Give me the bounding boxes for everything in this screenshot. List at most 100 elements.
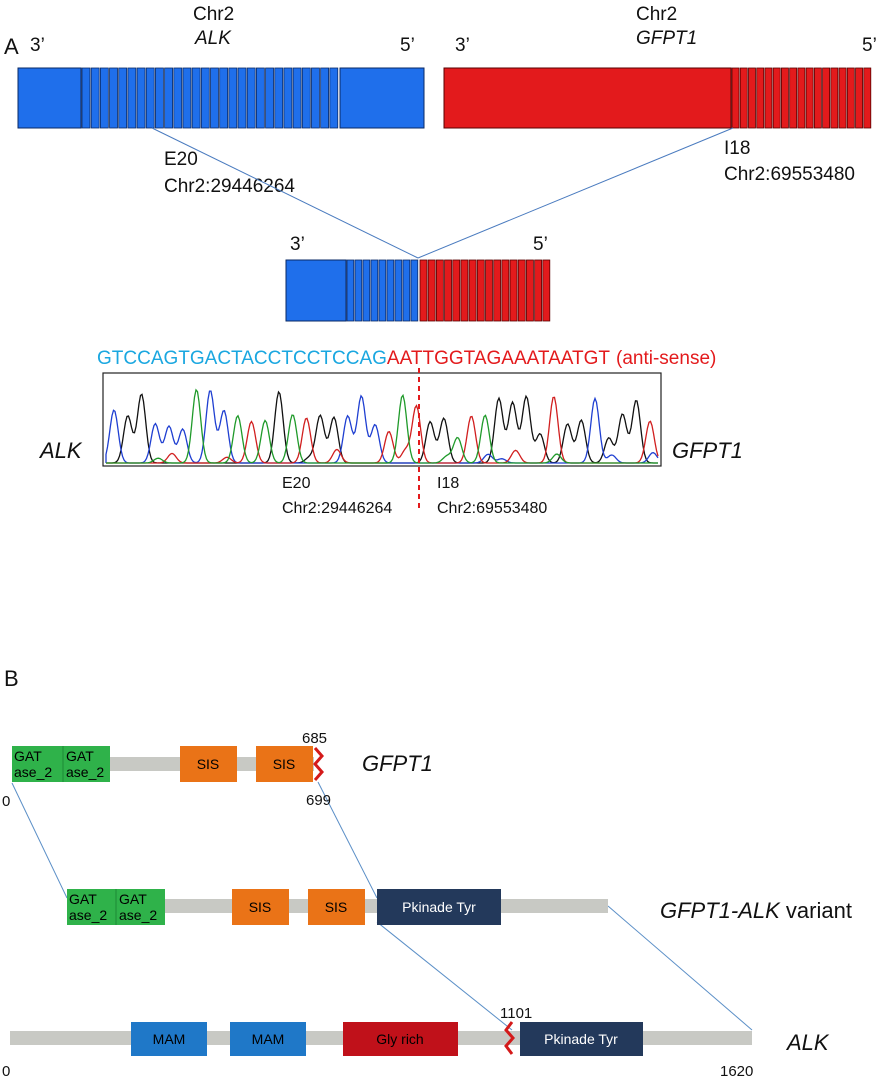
fusion-5prime-label: 5’ xyxy=(533,234,548,255)
chromatogram-frame xyxy=(102,372,662,467)
alk-5prime-label: 5’ xyxy=(400,35,415,56)
variant-name-italic: GFPT1-ALK xyxy=(660,898,781,923)
panel-a-letter: A xyxy=(4,34,19,59)
gfpt1-domain-sis-1 xyxy=(180,746,237,782)
variant-gatase-2-line1: GAT xyxy=(119,891,147,907)
chromatogram xyxy=(102,368,662,512)
alk-exon-26 xyxy=(311,67,320,129)
gfpt1-gene-structure xyxy=(443,67,872,129)
fusion-gfpt1-exon-11 xyxy=(501,259,510,322)
alk-chrom-label: Chr2 xyxy=(193,4,234,25)
protein-connectors xyxy=(11,781,753,1031)
variant-domain-pkinase xyxy=(377,889,501,925)
fusion-gfpt1-stripes xyxy=(419,259,551,322)
gfpt1-exon-3 xyxy=(748,67,756,129)
gfpt1-break-bottom-label: 699 xyxy=(306,792,331,809)
sequence-gfpt1-part: AATTGGTAGAAATAATGT xyxy=(387,348,610,369)
alk-exon-19 xyxy=(246,67,256,129)
gfpt1-break-top-label: 685 xyxy=(302,730,327,747)
alk-exon-14 xyxy=(200,67,210,129)
fusion-gfpt1-exon-6 xyxy=(460,259,469,322)
alk-exon-8 xyxy=(145,67,155,129)
gfpt1-exon-block xyxy=(443,67,732,129)
chromatogram-gfpt1-label: GFPT1 xyxy=(672,438,743,463)
variant-gatase-2-line2: ase_2 xyxy=(119,907,157,923)
alk-exon-24 xyxy=(292,67,302,129)
chromatogram-traces xyxy=(105,388,659,464)
fusion-gfpt1-exon-5 xyxy=(452,259,461,322)
alk-breakpoint-coord: Chr2:29446264 xyxy=(164,176,295,197)
fusion-sequence: GTCCAGTGACTACCTCCTCCAGAATTGGTAGAAATAATGT… xyxy=(97,348,716,369)
gfpt1-fusion-connector xyxy=(417,127,734,259)
gfpt1-gatase-1-line2: ase_2 xyxy=(14,764,52,780)
gfpt1-chrom-label: Chr2 xyxy=(636,4,677,25)
fusion-gfpt1-exon-14 xyxy=(526,259,534,322)
fusion-gfpt1-exon-2 xyxy=(427,259,436,322)
gfpt1-variant-connector-left xyxy=(11,782,68,899)
alk-domain-mam-1 xyxy=(131,1022,207,1056)
chromatogram-alk-exon: E20 xyxy=(282,475,311,492)
alk-exon-11 xyxy=(173,67,183,129)
chromatogram-gfpt1-coord: Chr2:69553480 xyxy=(437,500,547,517)
fusion-alk-exon-3 xyxy=(362,259,371,322)
gfpt1-domain-sis-2 xyxy=(256,746,313,782)
alk-protein: MAM MAM Gly rich Pkinade Tyr xyxy=(10,1021,752,1056)
alk-exon-15 xyxy=(210,67,219,129)
gfpt1-exon-15 xyxy=(846,67,855,129)
fusion-3prime-label: 3’ xyxy=(290,234,305,255)
gfpt1-exon-4 xyxy=(756,67,765,129)
variant-domain-sis-2 xyxy=(308,889,365,925)
alk-break-label: 1101 xyxy=(500,1005,532,1022)
alk-exon-4 xyxy=(109,67,118,129)
fusion-gfpt1-exon-10 xyxy=(493,259,502,322)
fusion-gfpt1-exon-9 xyxy=(485,259,493,322)
alk-exon-22 xyxy=(274,67,284,129)
gfpt1-gene-name: GFPT1 xyxy=(636,28,697,49)
alk-exon-10 xyxy=(164,67,173,129)
variant-domain-sis-1 xyxy=(232,889,289,925)
gfpt1-protein-name: GFPT1 xyxy=(362,751,433,776)
alk-exon-17 xyxy=(228,67,238,129)
variant-alk-connector-left xyxy=(376,921,513,1031)
alk-mam-1-label: MAM xyxy=(153,1031,186,1047)
fusion-gfpt1-exon-3 xyxy=(435,259,444,322)
alk-exon-block-right xyxy=(339,67,425,129)
gfpt1-domain-gatase-2 xyxy=(63,746,110,782)
alk-gene-structure xyxy=(17,67,425,129)
variant-name-rest: variant xyxy=(780,898,852,923)
alk-domain-mam-2 xyxy=(230,1022,306,1056)
chromatogram-gfpt1-intron: I18 xyxy=(437,475,459,492)
gfpt1-sis-1-label: SIS xyxy=(197,756,220,772)
gfpt1-5prime-label: 5’ xyxy=(862,35,877,56)
gfpt1-exon-16 xyxy=(855,67,863,129)
alk-exon-2 xyxy=(90,67,100,129)
gfpt1-exon-12 xyxy=(822,67,831,129)
gfpt1-exon-11 xyxy=(813,67,822,129)
alk-exon-block-left xyxy=(17,67,82,129)
fusion-alk-exon-7 xyxy=(394,259,403,322)
alk-exon-18 xyxy=(237,67,247,129)
gfpt1-domain-gatase-1 xyxy=(12,746,63,782)
gfpt1-gatase-2-line2: ase_2 xyxy=(66,764,104,780)
fusion-gfpt1-exon-12 xyxy=(509,259,518,322)
alk-exon-16 xyxy=(219,67,229,129)
alk-gly-rich-label: Gly rich xyxy=(376,1031,423,1047)
alk-breakpoint-mark xyxy=(504,1021,515,1055)
gfpt1-exon-10 xyxy=(805,67,814,129)
variant-domain-gatase-2 xyxy=(116,889,165,925)
alk-exon-28 xyxy=(329,67,339,129)
gfpt1-exon-2 xyxy=(739,67,748,129)
alk-exon-12 xyxy=(182,67,192,129)
gfpt1-gatase-1-line1: GAT xyxy=(14,748,42,764)
alk-exon-6 xyxy=(127,67,137,129)
fusion-alk-exon-8 xyxy=(402,259,411,322)
alk-domain-gly-rich xyxy=(343,1022,458,1056)
alk-exon-13 xyxy=(191,67,201,129)
fusion-alk-exon-4 xyxy=(370,259,379,322)
fusion-alk-stripes xyxy=(346,259,419,322)
fusion-alk-block xyxy=(285,259,347,322)
alk-exon-7 xyxy=(136,67,146,129)
alk-pkinase-label: Pkinade Tyr xyxy=(544,1031,618,1047)
gfpt1-3prime-label: 3’ xyxy=(455,35,470,56)
fusion-alk-exon-1 xyxy=(346,259,355,322)
